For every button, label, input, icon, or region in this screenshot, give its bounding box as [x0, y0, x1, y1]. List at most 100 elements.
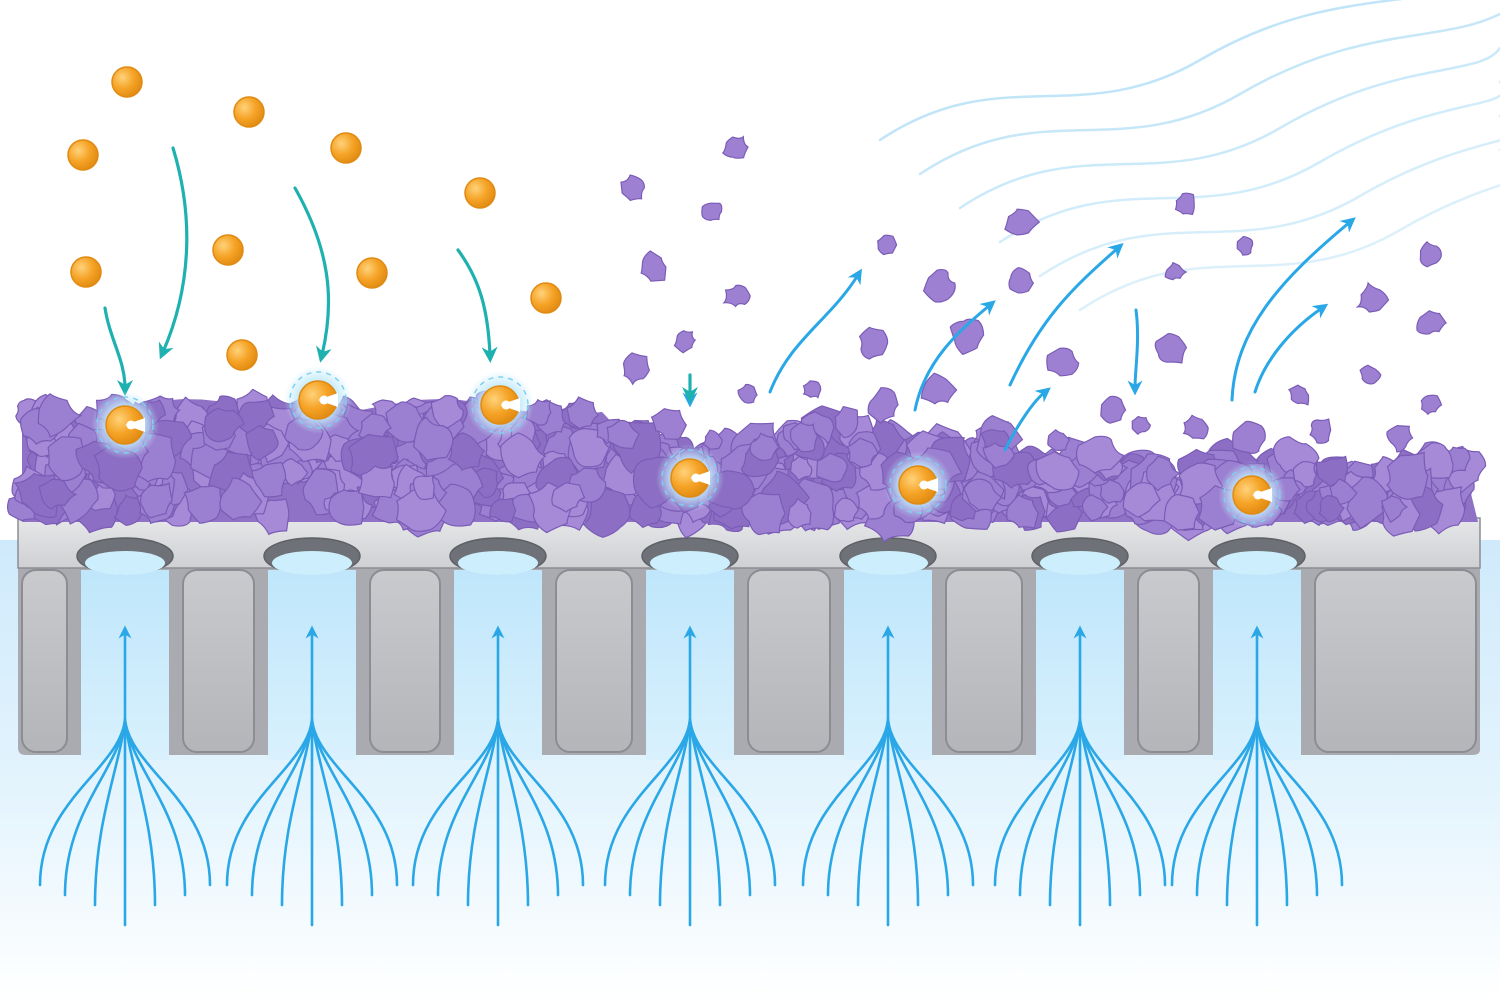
agent-notch-dot	[691, 473, 701, 483]
foulant-clump	[430, 394, 464, 430]
foulant-clump	[113, 493, 144, 526]
foulant-clump	[500, 432, 547, 479]
embedded-agent	[656, 444, 724, 512]
agent-ring	[889, 456, 947, 514]
membrane-block	[747, 569, 831, 753]
cleaning-agent-particle-icon	[111, 66, 143, 98]
foulant-clump	[251, 461, 287, 498]
foulant-clump	[489, 497, 517, 523]
embedded-agent	[91, 391, 159, 459]
foulant-fragment-icon	[701, 202, 723, 221]
agent-arrow	[103, 306, 133, 396]
cleaning-agent-particle-icon	[212, 234, 244, 266]
wave-line-icon	[998, 80, 1500, 244]
agent-notch-dot	[1253, 490, 1263, 500]
foulant-clump	[749, 432, 780, 461]
foulant-clump	[741, 492, 786, 536]
foulant-fragment-icon	[701, 429, 724, 450]
upward-flow-arrow-icon	[1170, 625, 1344, 927]
foulant-fragments	[620, 135, 1448, 469]
free-cleaning-agents	[67, 66, 562, 371]
upward-flow-arrow-icon	[38, 625, 212, 927]
foulant-fragment-icon	[640, 250, 667, 282]
foulant-clump	[38, 478, 78, 510]
upward-flow-arrow-icon	[603, 625, 777, 927]
foulant-fragment-icon	[802, 380, 822, 399]
foulant-fragment-icon	[1047, 429, 1071, 452]
foulant-fragment-icon	[722, 284, 751, 308]
foulant-clump	[551, 482, 586, 513]
foulant-clump	[1099, 479, 1125, 504]
foulant-fragment-icon	[877, 234, 898, 256]
pore-opening-inner	[1040, 551, 1120, 575]
foulant-clump	[1146, 455, 1182, 492]
foulant-clump	[566, 396, 600, 430]
foulant-clump	[37, 393, 83, 438]
cleaning-agent-particle-icon	[464, 177, 496, 209]
agent-arrows	[103, 146, 698, 403]
cleaning-agent-particle-icon	[226, 339, 258, 371]
foulant-clump	[1035, 450, 1080, 491]
agent-notch-dot	[126, 420, 136, 430]
foulant-clump	[328, 489, 365, 526]
permeate-flow-arrows	[38, 625, 1344, 927]
cleaning-agent-particle-icon	[530, 282, 562, 314]
foulant-clump	[1386, 451, 1429, 504]
membrane-block	[945, 569, 1023, 753]
pore-opening-inner	[85, 551, 165, 575]
foulant-fragment-icon	[1046, 347, 1080, 377]
embedded-agent	[884, 451, 952, 519]
foulant-fragment-icon	[1419, 240, 1442, 268]
foulant-fragment-icon	[622, 352, 651, 386]
foulant-clump	[1006, 494, 1039, 529]
wave-line-icon	[1078, 148, 1500, 312]
foulant-fragment-icon	[673, 330, 697, 354]
foulant-fragment-icon	[867, 387, 899, 424]
foulant-fragment-icon	[1131, 415, 1151, 436]
foulant-clump	[204, 407, 245, 443]
release-arrow	[1008, 243, 1124, 387]
foulant-clump	[245, 424, 279, 461]
agent-arrow	[456, 248, 498, 363]
agent-ring	[661, 449, 719, 507]
foulant-fragment-icon	[922, 268, 956, 303]
pore-opening-inner	[650, 551, 730, 575]
foulant-clump	[789, 421, 819, 453]
foulant-fragment-icon	[721, 135, 749, 159]
agent-ring	[96, 396, 154, 454]
cleaning-agent-particle-icon	[330, 132, 362, 164]
foulant-clump	[789, 455, 813, 482]
agent-ring	[289, 371, 347, 429]
foulant-clump	[787, 497, 812, 529]
membrane-block	[369, 569, 441, 753]
membrane-block	[1314, 569, 1477, 753]
foulant-fragment-icon	[1154, 333, 1188, 364]
agent-arrow	[293, 186, 332, 363]
foulant-clump	[447, 432, 486, 471]
foulant-clump	[1318, 494, 1345, 523]
release-arrow	[913, 300, 996, 412]
foulant-fragment-icon	[858, 326, 889, 360]
wave-line-icon	[958, 46, 1500, 210]
cleaning-agent-particle-icon	[67, 139, 99, 171]
pore-opening-inner	[1217, 551, 1297, 575]
foulant-fragment-icon	[1416, 310, 1448, 335]
agent-notch-dot	[319, 395, 329, 405]
foulant-clump	[357, 465, 395, 499]
foulant-clump	[1081, 494, 1109, 522]
foulant-clump	[833, 497, 859, 523]
cleaning-agent-particle-icon	[233, 96, 265, 128]
release-arrow	[1253, 303, 1329, 394]
foulant-clump	[1292, 461, 1318, 488]
agent-arrow	[158, 146, 189, 360]
foulant-fragment-icon	[1359, 364, 1382, 385]
release-arrow	[1230, 217, 1356, 402]
embedded-agent	[466, 371, 534, 439]
membrane-block	[1137, 569, 1200, 753]
membrane-block	[21, 569, 68, 753]
pore-opening-inner	[458, 551, 538, 575]
foulant-fragment-icon	[1236, 235, 1254, 256]
foulant-clump	[140, 482, 173, 519]
foulant-fragment-icon	[1182, 414, 1209, 440]
